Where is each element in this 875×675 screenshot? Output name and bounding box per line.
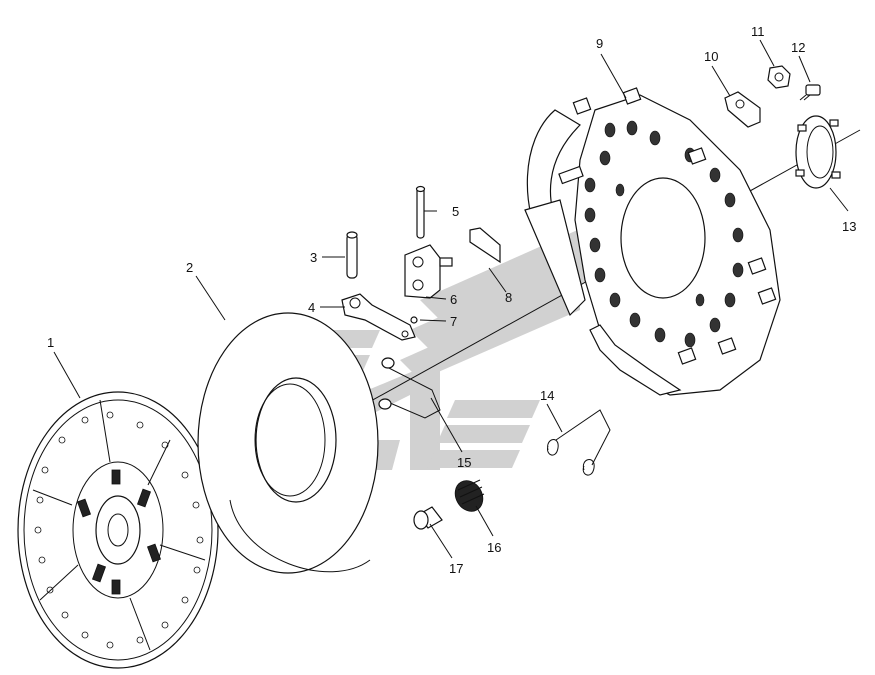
callout-13: 13 — [842, 219, 856, 234]
callout-16: 16 — [487, 540, 501, 555]
callout-17: 17 — [449, 561, 463, 576]
bolt — [799, 84, 821, 101]
callout-labels: 1 2 3 4 5 6 7 8 9 10 11 12 13 14 15 16 1… — [47, 24, 856, 576]
small-washer — [410, 316, 418, 324]
compression-spring — [454, 479, 485, 512]
pin-part-3 — [346, 231, 358, 279]
hex-nut — [767, 65, 791, 89]
callout-12: 12 — [791, 40, 805, 55]
callout-5: 5 — [452, 204, 459, 219]
strap-plate — [469, 227, 501, 264]
eyebolt — [404, 244, 453, 299]
pressure-plate — [197, 312, 379, 574]
callout-1: 1 — [47, 335, 54, 350]
callout-3: 3 — [310, 250, 317, 265]
callout-14: 14 — [540, 388, 554, 403]
clutch-cover — [524, 87, 781, 396]
callout-9: 9 — [596, 36, 603, 51]
callout-8: 8 — [505, 290, 512, 305]
long-pin — [415, 185, 426, 239]
callout-4: 4 — [308, 300, 315, 315]
clutch-disc — [17, 391, 219, 669]
callout-10: 10 — [704, 49, 718, 64]
wire-clip — [378, 357, 441, 419]
slotted-ring — [795, 115, 841, 189]
callout-15: 15 — [457, 455, 471, 470]
bushing — [413, 506, 443, 530]
callout-7: 7 — [450, 314, 457, 329]
callout-11: 11 — [751, 24, 765, 39]
release-lever — [341, 293, 416, 341]
callout-6: 6 — [450, 292, 457, 307]
callout-2: 2 — [186, 260, 193, 275]
leader-lines — [53, 39, 849, 559]
tab-washer — [724, 91, 761, 128]
torsion-spring — [546, 409, 611, 476]
